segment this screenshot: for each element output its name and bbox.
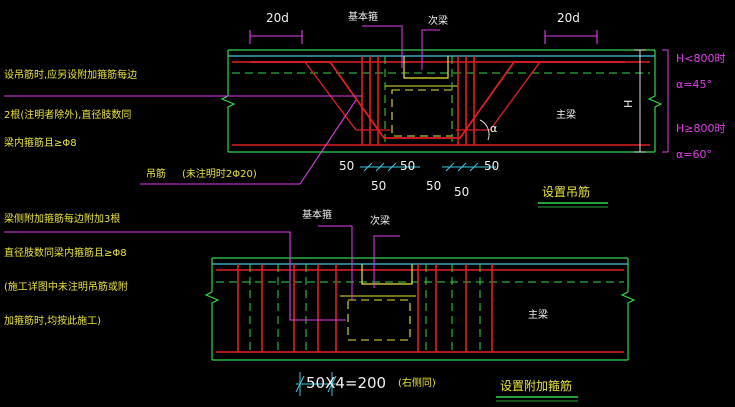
bottom-dim-formula: 50X4=200 xyxy=(306,374,386,392)
top-label-additional-bars: 基本箍 xyxy=(348,10,378,23)
dim-50-e: 50 xyxy=(454,185,469,199)
hanger-bar-inner-right xyxy=(456,61,541,131)
bottom-note-line2: 直径肢数同梁内箍筋且≥Φ8 xyxy=(4,246,127,259)
bottom-stirrups xyxy=(237,264,493,352)
top-secondary-beam-section xyxy=(391,89,453,137)
bottom-note-leader xyxy=(4,231,346,321)
hanger-bar xyxy=(250,61,625,139)
bottom-stirrups-dashed xyxy=(249,264,481,352)
angle-symbol: α xyxy=(490,122,497,135)
top-beam-right-break xyxy=(647,95,663,152)
dim-50-a: 50 xyxy=(339,159,354,173)
top-note-line2: 2根(注明者除外),直径肢数同 xyxy=(4,108,131,121)
bottom-note-line3: (施工详图中未注明吊筋或附 xyxy=(4,280,128,293)
bottom-detail-title: 设置附加箍筋 xyxy=(500,378,572,393)
bottom-note-line1: 梁侧附加箍筋每边附加3根 xyxy=(4,212,120,225)
top-note-line1: 设吊筋时,应另设附加箍筋每边 xyxy=(4,68,137,81)
angle-arc xyxy=(479,119,490,141)
top-50-dimensions: 50 50 50 50 50 50 xyxy=(339,159,499,199)
cond-bracket xyxy=(662,49,669,153)
bottom-label-secondary-beam: 次梁 xyxy=(370,214,390,227)
bottom-label-additional-bars: 基本箍 xyxy=(302,208,332,221)
cond-h-lt-800: H<800时 xyxy=(676,52,725,65)
bottom-leader-secondary-beam xyxy=(373,235,400,288)
dim-20d-right: 20d xyxy=(557,11,580,25)
bottom-secondary-beam-section xyxy=(347,299,411,341)
top-secondary-beam-top xyxy=(403,56,449,79)
dim-50-ticks xyxy=(363,162,479,172)
hanger-label: 吊筋 xyxy=(146,167,166,180)
bottom-beam-left-break xyxy=(204,291,220,360)
dim-50-f: 50 xyxy=(484,159,499,173)
top-stirrups-dashed xyxy=(384,56,453,145)
cond-alpha-60: α=60° xyxy=(676,148,712,161)
bottom-note-line4: 加箍筋时,均按此施工) xyxy=(4,314,101,327)
hanger-leader xyxy=(140,99,357,185)
top-detail: 20d 20d 基本箍 次梁 主梁 α H H<800时 α=45° H≥800… xyxy=(4,10,725,208)
hanger-note: (未注明时2Φ20) xyxy=(182,167,257,180)
dim-20d-left: 20d xyxy=(266,11,289,25)
hanger-bar-inner-left xyxy=(304,61,390,131)
dim-50-d: 50 xyxy=(426,179,441,193)
bottom-detail: 基本箍 次梁 主梁 梁侧附加箍筋每边附加3根 直径肢数同梁内箍筋且≥Φ8 (施工… xyxy=(4,208,636,402)
dim-50-c: 50 xyxy=(371,179,386,193)
bottom-label-main-beam: 主梁 xyxy=(528,308,548,321)
bottom-dim-note: (右侧同) xyxy=(398,376,436,389)
cond-alpha-45: α=45° xyxy=(676,78,712,91)
bottom-dim-ticks xyxy=(295,372,337,396)
dim-50-b: 50 xyxy=(400,159,415,173)
top-note-line3: 梁内箍筋且≥Φ8 xyxy=(4,136,77,149)
bottom-beam-right-break xyxy=(620,291,636,360)
bottom-leader-additional-bars xyxy=(318,225,353,300)
top-leader-additional-bars xyxy=(362,25,403,68)
top-beam-left-break xyxy=(220,95,236,152)
bottom-secondary-beam-top xyxy=(361,264,413,285)
top-detail-title: 设置吊筋 xyxy=(542,184,590,199)
h-dim-label: H xyxy=(622,100,635,108)
top-leader-secondary-beam xyxy=(421,29,440,70)
top-label-main-beam: 主梁 xyxy=(556,108,576,121)
cond-h-ge-800: H≥800时 xyxy=(676,122,725,135)
top-label-secondary-beam: 次梁 xyxy=(428,14,448,27)
